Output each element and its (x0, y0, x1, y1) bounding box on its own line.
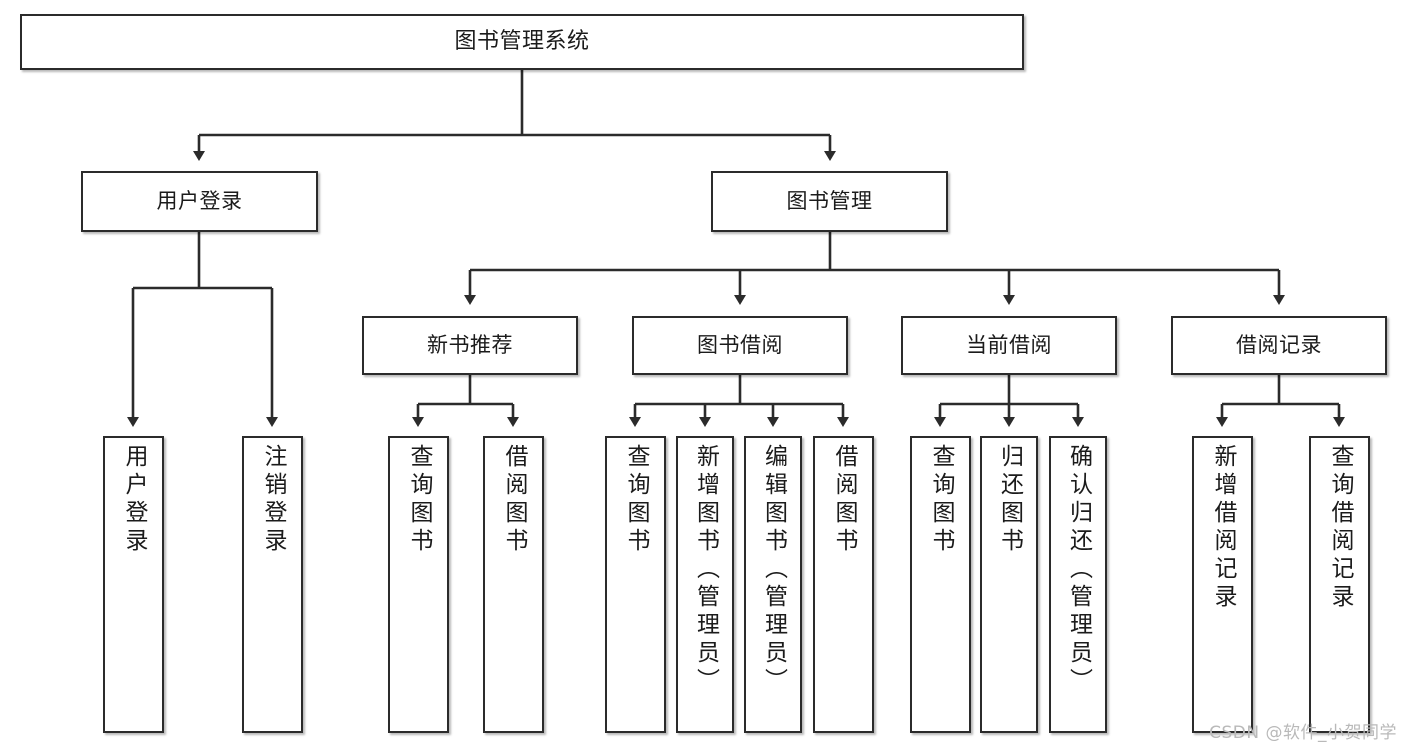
node-current-borrow[interactable]: 当前借阅 (901, 316, 1117, 375)
node-leaf-label: 查询图书 (406, 444, 432, 556)
node-new-book-recommend[interactable]: 新书推荐 (362, 316, 578, 375)
node-leaf-new-book-query[interactable]: 查询图书 (388, 436, 449, 733)
node-current-borrow-label: 当前借阅 (966, 333, 1052, 358)
node-user-login[interactable]: 用户登录 (81, 171, 318, 232)
csdn-watermark: CSDN @软件_小贺同学 (1209, 723, 1397, 743)
node-leaf-record-add[interactable]: 新增借阅记录 (1192, 436, 1253, 733)
node-leaf-label: 借阅图书 (831, 444, 857, 556)
node-leaf-label: 确认归还（管理员） (1065, 444, 1092, 696)
node-leaf-current-query[interactable]: 查询图书 (910, 436, 971, 733)
node-leaf-user-login-logout[interactable]: 注销登录 (242, 436, 303, 733)
node-leaf-label: 新增借阅记录 (1210, 444, 1236, 612)
node-leaf-label: 查询图书 (623, 444, 649, 556)
node-leaf-borrow-borrow-book[interactable]: 借阅图书 (813, 436, 874, 733)
node-borrow-record-label: 借阅记录 (1236, 333, 1322, 358)
node-leaf-label: 用户登录 (121, 444, 147, 556)
node-new-book-recommend-label: 新书推荐 (427, 333, 513, 358)
node-leaf-user-login-login[interactable]: 用户登录 (103, 436, 164, 733)
node-book-borrow-label: 图书借阅 (697, 333, 783, 358)
node-leaf-label: 归还图书 (996, 444, 1023, 556)
node-leaf-borrow-add-book[interactable]: 新增图书（管理员） (676, 436, 734, 733)
node-leaf-label: 查询借阅记录 (1327, 444, 1353, 612)
node-leaf-label: 查询图书 (928, 444, 954, 556)
node-leaf-current-confirm-return[interactable]: 确认归还（管理员） (1049, 436, 1107, 733)
node-leaf-current-return[interactable]: 归还图书 (980, 436, 1038, 733)
node-leaf-record-query[interactable]: 查询借阅记录 (1309, 436, 1370, 733)
node-leaf-new-book-borrow[interactable]: 借阅图书 (483, 436, 544, 733)
node-leaf-borrow-query[interactable]: 查询图书 (605, 436, 666, 733)
node-book-borrow[interactable]: 图书借阅 (632, 316, 848, 375)
node-leaf-label: 注销登录 (260, 444, 286, 556)
node-book-management[interactable]: 图书管理 (711, 171, 948, 232)
node-borrow-record[interactable]: 借阅记录 (1171, 316, 1387, 375)
node-user-login-label: 用户登录 (156, 189, 243, 214)
node-root[interactable]: 图书管理系统 (20, 14, 1024, 70)
node-leaf-label: 编辑图书（管理员） (760, 444, 787, 696)
node-leaf-label: 借阅图书 (501, 444, 527, 556)
node-root-label: 图书管理系统 (454, 29, 590, 55)
node-leaf-borrow-edit-book[interactable]: 编辑图书（管理员） (744, 436, 802, 733)
node-leaf-label: 新增图书（管理员） (692, 444, 719, 696)
node-book-management-label: 图书管理 (786, 189, 873, 214)
